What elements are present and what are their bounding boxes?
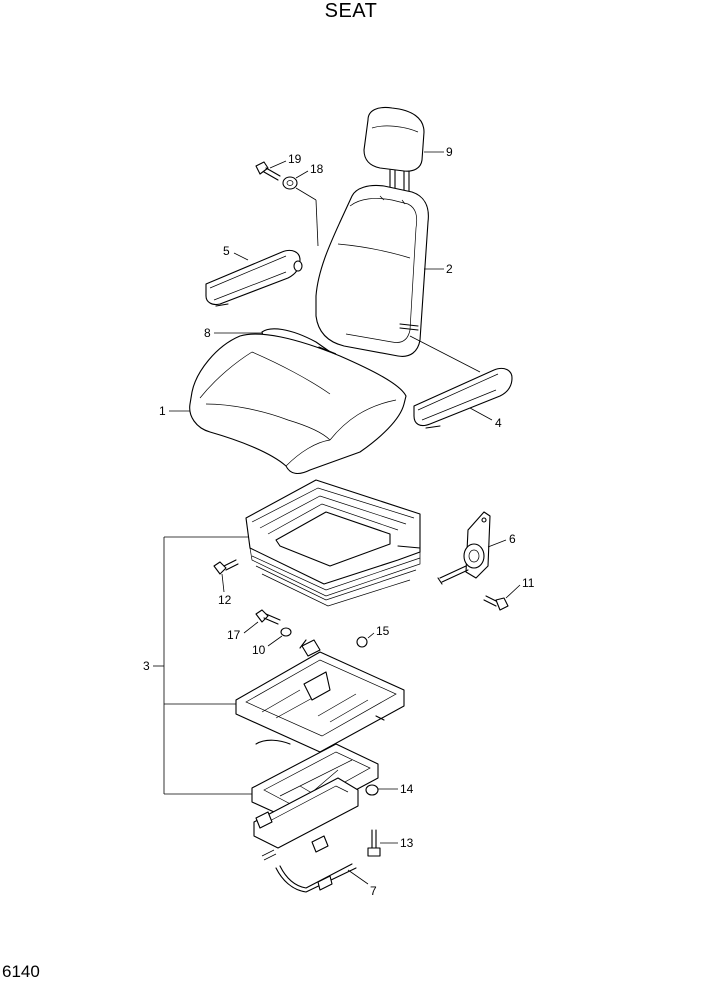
callout-3: 3	[143, 659, 150, 673]
part-9-headrest	[363, 106, 425, 192]
part-2-seat-back	[315, 184, 429, 357]
part-10-washer	[280, 627, 292, 637]
part-3-suspension-cover	[245, 479, 421, 607]
page-code: 6140	[2, 962, 40, 981]
callout-6: 6	[509, 532, 516, 546]
callout-5: 5	[223, 244, 230, 258]
part-7-rod	[275, 863, 357, 893]
callout-10: 10	[252, 643, 266, 657]
part-18-nut	[282, 176, 319, 247]
leader-lines	[153, 151, 521, 885]
part-14-nut	[365, 784, 379, 796]
part-4-right-armrest	[413, 367, 513, 429]
callout-15: 15	[376, 624, 390, 638]
part-5-left-armrest	[205, 249, 303, 307]
part-11-bolt	[483, 595, 509, 611]
part-12-bolt	[213, 559, 239, 575]
callout-12: 12	[218, 593, 232, 607]
callout-7: 7	[370, 884, 377, 898]
callout-8: 8	[204, 326, 211, 340]
part-1-seat-cushion	[189, 333, 407, 475]
callout-2: 2	[446, 262, 453, 276]
callout-9: 9	[446, 145, 453, 159]
part-19-bolt	[255, 161, 281, 181]
part-3-lower-frame	[251, 743, 379, 861]
callout-4: 4	[495, 416, 502, 430]
callout-17: 17	[227, 628, 241, 642]
part-13-bolt	[367, 829, 381, 857]
part-3-upper-frame	[235, 639, 405, 753]
callout-1: 1	[159, 404, 166, 418]
part-6-lever-bracket	[437, 511, 491, 585]
callout-14: 14	[400, 782, 414, 796]
callout-19: 19	[288, 152, 302, 166]
part-17-bolt	[255, 609, 281, 625]
callout-11: 11	[522, 576, 535, 590]
part-15-nut	[356, 636, 368, 648]
page-title: SEAT	[324, 0, 378, 22]
callout-labels: 1 2 3 4 5 6 7 8 9 10 11 12 13 14 15 17 1…	[143, 145, 535, 898]
callout-18: 18	[310, 162, 324, 176]
callout-13: 13	[400, 836, 414, 850]
